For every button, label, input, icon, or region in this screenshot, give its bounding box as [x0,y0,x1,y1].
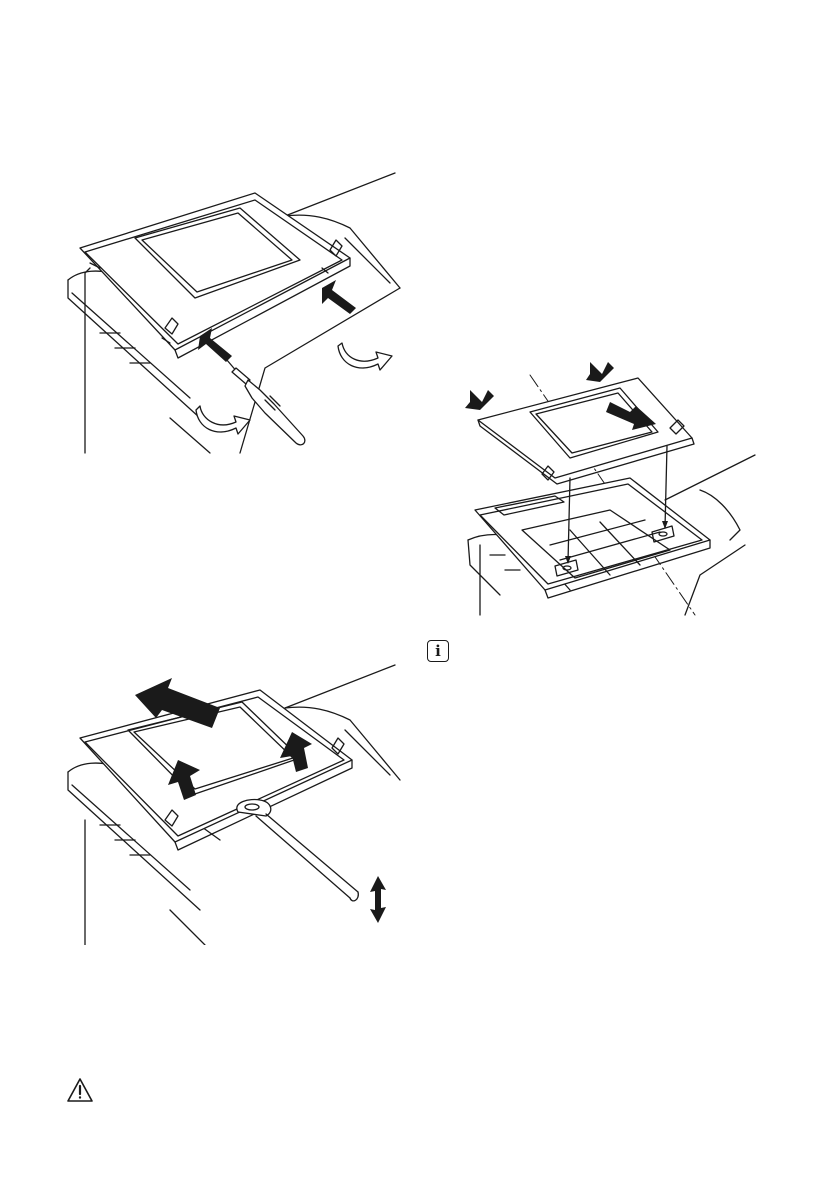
info-glyph: i [435,644,441,659]
press-arrow-top-icon [586,362,614,382]
lever-handle-icon [237,800,359,901]
info-icon: i [427,640,449,662]
rotate-arrow-left-icon [196,406,250,434]
press-arrow-left-icon [465,390,494,410]
glass-panel-assembly-figure [460,350,760,620]
rotate-arrow-right-icon [338,343,392,370]
lift-door-glass-figure [60,660,410,945]
push-arrow-right-icon [322,280,356,314]
door-hinge-screwdriver-figure [60,168,410,458]
lower-door [475,478,710,598]
glass-panel [478,378,694,484]
up-down-arrow-icon [370,876,386,923]
warning-triangle-icon [66,1077,94,1103]
